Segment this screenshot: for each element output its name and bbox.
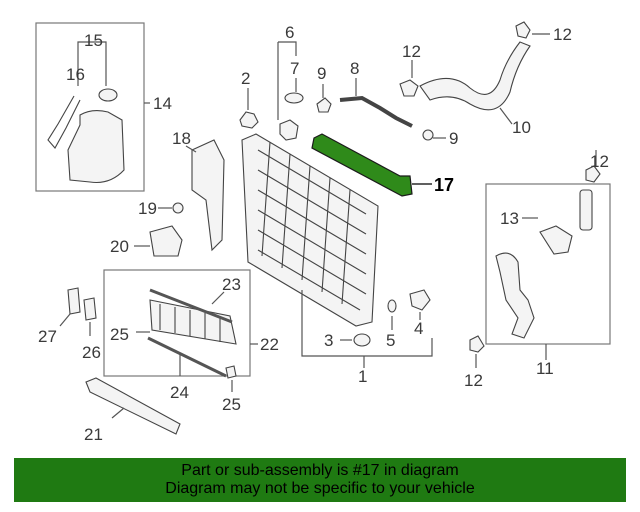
callout-9-upper[interactable]: 9 [317, 64, 326, 83]
part-9-clamp-lower [422, 129, 434, 141]
part-12-clamp-a [399, 79, 419, 97]
callout-9-lower[interactable]: 9 [449, 129, 458, 148]
callout-12-d[interactable]: 12 [464, 371, 483, 390]
part-25-clip [225, 365, 237, 379]
part-8-hose [339, 95, 413, 128]
shutter-group-box [103, 269, 251, 377]
part-9-clamp-upper [316, 97, 332, 113]
reservoir-hose [47, 95, 81, 149]
callout-12-b[interactable]: 12 [553, 25, 572, 44]
callout-14[interactable]: 14 [153, 94, 172, 113]
callout-13[interactable]: 13 [500, 209, 519, 228]
part-24-seal [147, 336, 227, 378]
callout-1[interactable]: 1 [358, 367, 367, 386]
callout-21[interactable]: 21 [84, 425, 103, 444]
callout-20[interactable]: 20 [110, 237, 129, 256]
part-23-seal [149, 288, 233, 324]
part-12-clamp-d [469, 335, 485, 353]
callout-10[interactable]: 10 [512, 118, 531, 137]
lower-hose-group-box [485, 183, 611, 345]
reservoir-group [35, 22, 150, 192]
part-11-tube [579, 189, 593, 231]
info-banner: Part or sub-assembly is #17 in diagram D… [14, 458, 626, 502]
callout-3[interactable]: 3 [324, 331, 333, 350]
part-11-fitting [539, 225, 573, 255]
callout-25-a[interactable]: 25 [110, 325, 129, 344]
callout-17[interactable]: 17 [434, 175, 454, 195]
callout-6[interactable]: 6 [285, 23, 294, 42]
callout-18[interactable]: 18 [172, 129, 191, 148]
part-2-cap [239, 111, 259, 129]
part-3-cushion [353, 333, 371, 347]
part-7-cap [284, 92, 304, 104]
banner-line-1: Part or sub-assembly is #17 in diagram [181, 462, 459, 479]
banner-line-2: Diagram may not be specific to your vehi… [165, 480, 475, 497]
part-26-seal [83, 297, 97, 321]
callout-23[interactable]: 23 [222, 275, 241, 294]
part-18-air-guide [191, 139, 225, 252]
parts-diagram: 15 16 14 2 6 7 9 8 9 12 10 12 12 17 18 1… [35, 21, 611, 444]
callout-2[interactable]: 2 [241, 69, 250, 88]
callout-15[interactable]: 15 [84, 31, 103, 50]
reservoir-cap [98, 88, 118, 102]
part-12-clamp-b [515, 21, 531, 39]
callout-4[interactable]: 4 [414, 319, 423, 338]
part-10-upper-hose [419, 41, 531, 111]
part-19-clip [172, 202, 184, 214]
callout-19[interactable]: 19 [138, 199, 157, 218]
reservoir-group-box [35, 22, 145, 192]
part-11-lower-hose [495, 252, 535, 339]
part-27-bracket [67, 287, 81, 315]
callout-12-a[interactable]: 12 [402, 42, 421, 61]
callout-16[interactable]: 16 [66, 65, 85, 84]
radiator-core [241, 133, 379, 327]
callout-8[interactable]: 8 [350, 59, 359, 78]
callout-11[interactable]: 11 [536, 359, 554, 378]
callout-7[interactable]: 7 [290, 59, 299, 78]
part-12-clamp-c [585, 165, 601, 183]
reservoir-tank [67, 109, 125, 184]
part-20-bracket [149, 225, 183, 257]
callout-24[interactable]: 24 [170, 383, 189, 402]
part-17-radiator-support[interactable] [311, 133, 413, 197]
callout-26[interactable]: 26 [82, 343, 101, 362]
part-4-drain-cock [409, 289, 431, 311]
callout-22[interactable]: 22 [260, 335, 279, 354]
callout-25-b[interactable]: 25 [222, 395, 241, 414]
part-5-gasket [387, 299, 397, 313]
callout-12-c[interactable]: 12 [590, 152, 609, 171]
callout-5[interactable]: 5 [386, 331, 395, 350]
part-21-lower-seal [85, 377, 181, 435]
part-6-inlet [279, 119, 299, 141]
callout-27[interactable]: 27 [38, 327, 57, 346]
